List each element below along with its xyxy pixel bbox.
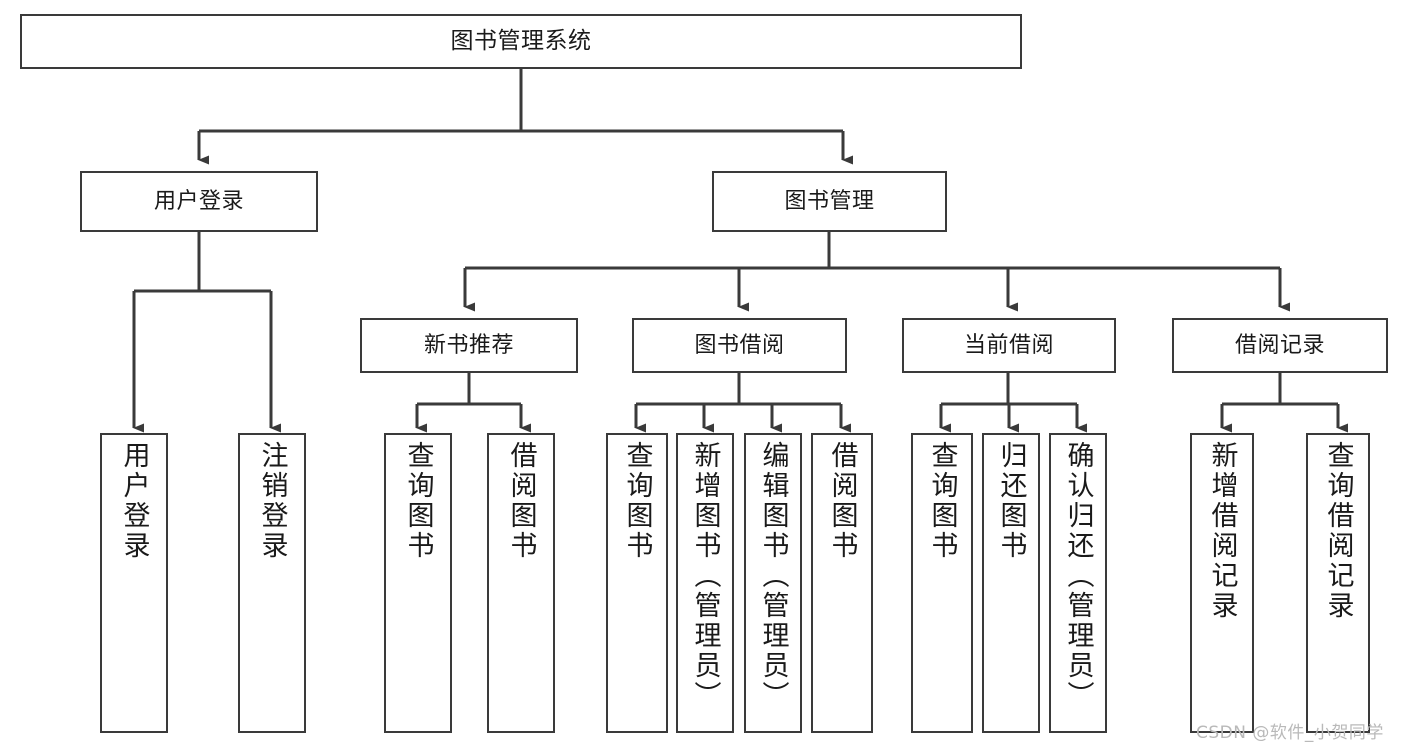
leaf-new-book-borrow[interactable]: 借阅图书 [487, 433, 555, 733]
node-current-borrow[interactable]: 当前借阅 [902, 318, 1116, 373]
leaf-current-query-book[interactable]: 查询图书 [911, 433, 973, 733]
node-label: 图书管理系统 [450, 27, 592, 54]
node-label: 编辑图书（管理员） [757, 441, 789, 711]
node-label: 查询图书 [621, 441, 653, 561]
node-label: 新增图书（管理员） [689, 441, 721, 711]
node-label: 借阅图书 [505, 441, 537, 561]
node-label: 图书管理 [784, 188, 875, 214]
node-label: 查询借阅记录 [1322, 441, 1354, 621]
node-label: 用户登录 [118, 441, 150, 561]
leaf-record-add[interactable]: 新增借阅记录 [1190, 433, 1254, 733]
node-borrow-record[interactable]: 借阅记录 [1172, 318, 1388, 373]
leaf-user-login-signin[interactable]: 用户登录 [100, 433, 168, 733]
node-label: 新增借阅记录 [1206, 441, 1238, 621]
leaf-new-book-query[interactable]: 查询图书 [384, 433, 452, 733]
node-book-management[interactable]: 图书管理 [712, 171, 947, 232]
node-label: 查询图书 [402, 441, 434, 561]
node-label: 注销登录 [256, 441, 288, 561]
node-book-borrow[interactable]: 图书借阅 [632, 318, 847, 373]
node-label: 确认归还（管理员） [1062, 441, 1094, 711]
leaf-current-return-book[interactable]: 归还图书 [982, 433, 1040, 733]
leaf-borrow-borrow-book[interactable]: 借阅图书 [811, 433, 873, 733]
node-label: 借阅记录 [1234, 332, 1325, 358]
node-label: 用户登录 [153, 188, 244, 214]
leaf-user-login-signout[interactable]: 注销登录 [238, 433, 306, 733]
leaf-record-query[interactable]: 查询借阅记录 [1306, 433, 1370, 733]
node-label: 当前借阅 [963, 332, 1054, 358]
leaf-borrow-add-book-admin[interactable]: 新增图书（管理员） [676, 433, 734, 733]
node-label: 图书借阅 [694, 332, 785, 358]
node-new-book-recommend[interactable]: 新书推荐 [360, 318, 578, 373]
node-label: 借阅图书 [826, 441, 858, 561]
node-user-login[interactable]: 用户登录 [80, 171, 318, 232]
csdn-watermark: CSDN @软件_小贺同学 [1196, 723, 1384, 743]
node-root-system[interactable]: 图书管理系统 [20, 14, 1022, 69]
leaf-borrow-edit-book-admin[interactable]: 编辑图书（管理员） [744, 433, 802, 733]
node-label: 查询图书 [926, 441, 958, 561]
leaf-current-confirm-return-admin[interactable]: 确认归还（管理员） [1049, 433, 1107, 733]
node-label: 归还图书 [995, 441, 1027, 561]
node-label: 新书推荐 [423, 332, 514, 358]
leaf-borrow-query-book[interactable]: 查询图书 [606, 433, 668, 733]
